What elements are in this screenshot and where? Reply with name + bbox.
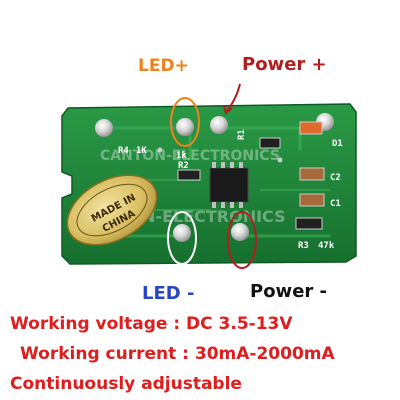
- components: [177, 121, 325, 230]
- led-plus-label: LED+: [138, 56, 189, 76]
- resistor-r2: [177, 169, 201, 181]
- silkscreen-text: R4 1K R1 1k R2 C2 C1 R3 47k D1: [118, 129, 343, 251]
- spec-working-current: Working current : 30mA-2000mA: [20, 344, 335, 364]
- pad-led-minus: [173, 224, 191, 242]
- watermark-top: CANTON-ELECTRONICS: [100, 148, 280, 164]
- led-minus-circle: [167, 211, 197, 265]
- resistor-r3: [295, 217, 323, 230]
- silk-d1: D1: [332, 139, 343, 149]
- silk-r2: R2: [178, 161, 189, 171]
- power-plus-arrow: [225, 83, 241, 113]
- silk-r3-value: 47k: [318, 241, 335, 251]
- resistor-r1: [259, 137, 281, 149]
- silk-c1: C1: [330, 199, 341, 209]
- power-minus-label: Power -: [250, 281, 328, 302]
- ic-chip: [209, 167, 249, 203]
- capacitor-c1: [299, 193, 325, 207]
- silk-r3: R3: [298, 241, 309, 251]
- pad-power-minus: [231, 223, 249, 241]
- spec-adjustable: Continuously adjustable: [10, 374, 242, 394]
- silk-r4: R4: [118, 146, 129, 156]
- silk-c2: C2: [330, 173, 341, 183]
- annotation-markers: [167, 83, 257, 269]
- pad-led-plus: [176, 118, 194, 136]
- capacitor-c2: [299, 167, 325, 181]
- silk-r4-value: 1K: [136, 146, 147, 156]
- silk-r1: R1: [237, 129, 247, 140]
- silk-r1-value: 1k: [176, 151, 187, 161]
- led-plus-circle: [170, 97, 200, 147]
- pad-top-left: [95, 119, 113, 137]
- made-in-china-sticker: MADE IN CHINA: [66, 174, 158, 246]
- solder-pads: [95, 113, 334, 242]
- diode-d1: [299, 121, 323, 135]
- power-minus-circle: [227, 211, 257, 269]
- pad-power-plus: [210, 116, 228, 134]
- led-minus-label: LED -: [142, 283, 195, 304]
- spec-working-voltage: Working voltage : DC 3.5-13V: [10, 314, 293, 334]
- power-plus-label: Power +: [242, 54, 327, 75]
